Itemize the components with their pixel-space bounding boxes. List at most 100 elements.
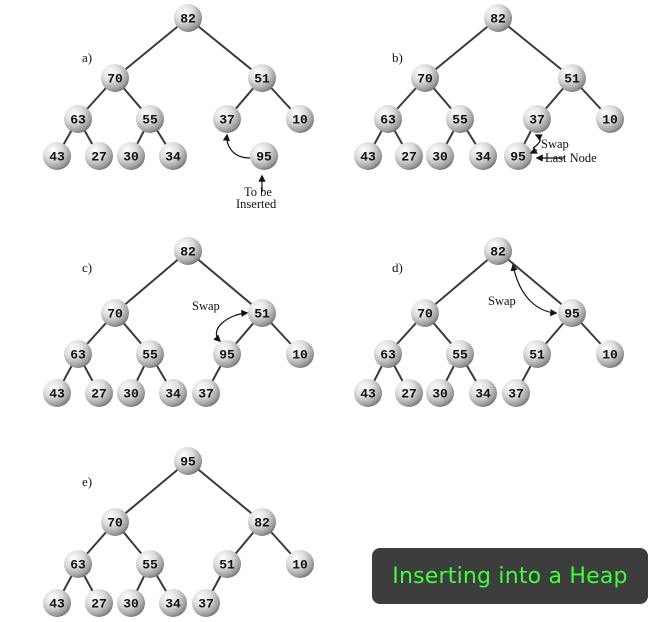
tree-edge — [187, 250, 263, 314]
node-sphere — [101, 299, 129, 327]
node-sphere — [85, 142, 113, 170]
heap-node: 37 — [502, 379, 530, 407]
node-sphere — [136, 105, 164, 133]
annotation-text: Swap — [192, 299, 220, 313]
heap-node: 95 — [558, 299, 586, 327]
node-sphere — [411, 64, 439, 92]
node-value: 70 — [107, 516, 123, 531]
node-value: 51 — [219, 558, 235, 573]
node-value: 82 — [490, 12, 506, 27]
node-sphere — [523, 340, 551, 368]
heap-node: 27 — [395, 142, 423, 170]
node-value: 51 — [254, 72, 270, 87]
heap-node: 34 — [469, 142, 497, 170]
heap-node: 82 — [174, 4, 202, 32]
node-value: 10 — [292, 558, 308, 573]
node-value: 95 — [219, 348, 235, 363]
node-sphere — [174, 447, 202, 475]
heap-node: 37 — [192, 379, 220, 407]
heap-node: 82 — [484, 237, 512, 265]
node-sphere — [213, 340, 241, 368]
node-value: 10 — [292, 348, 308, 363]
heap-node: 34 — [159, 142, 187, 170]
node-sphere — [136, 550, 164, 578]
tree-edge — [187, 460, 263, 523]
node-sphere — [523, 105, 551, 133]
node-value: 27 — [91, 597, 107, 612]
heap-node: 30 — [117, 379, 145, 407]
annotation-arrow — [510, 263, 558, 317]
node-sphere — [502, 379, 530, 407]
node-value: 51 — [254, 307, 270, 322]
node-sphere — [596, 105, 624, 133]
heap-node: 51 — [523, 340, 551, 368]
node-value: 43 — [49, 150, 65, 165]
heap-node: 63 — [64, 550, 92, 578]
annotation-text: Swap — [541, 137, 569, 151]
node-sphere — [286, 105, 314, 133]
heap-node: 70 — [101, 64, 129, 92]
node-sphere — [374, 340, 402, 368]
node-sphere — [395, 142, 423, 170]
heap-node: 55 — [446, 340, 474, 368]
heap-node: 55 — [136, 340, 164, 368]
node-sphere — [286, 550, 314, 578]
node-sphere — [159, 379, 187, 407]
annotation-text: Swap — [488, 294, 516, 308]
node-sphere — [85, 589, 113, 617]
heap-node: 34 — [159, 589, 187, 617]
heap-node: 55 — [446, 105, 474, 133]
node-sphere — [446, 105, 474, 133]
node-sphere — [159, 142, 187, 170]
node-sphere — [374, 105, 402, 133]
node-sphere — [286, 340, 314, 368]
heap-node: 51 — [558, 64, 586, 92]
heap-node: 30 — [426, 379, 454, 407]
node-sphere — [426, 142, 454, 170]
slide-title: Inserting into a Heap — [392, 563, 628, 589]
node-value: 34 — [165, 387, 181, 402]
node-value: 30 — [123, 150, 139, 165]
heap-node: 10 — [596, 340, 624, 368]
node-sphere — [43, 142, 71, 170]
tree-edge — [497, 17, 573, 79]
heap-node: 43 — [354, 379, 382, 407]
node-value: 82 — [180, 245, 196, 260]
heap-node: 63 — [64, 340, 92, 368]
heap-node: 37 — [523, 105, 551, 133]
heap-node: 63 — [374, 340, 402, 368]
node-sphere — [174, 4, 202, 32]
node-sphere — [174, 237, 202, 265]
node-sphere — [101, 64, 129, 92]
node-value: 43 — [360, 387, 376, 402]
annotation-text: Last Node — [545, 151, 597, 165]
heap-node: 10 — [286, 105, 314, 133]
heap-node: 63 — [64, 105, 92, 133]
heap-node: 34 — [469, 379, 497, 407]
node-sphere — [250, 142, 278, 170]
heap-node: 43 — [43, 379, 71, 407]
node-value: 43 — [360, 150, 376, 165]
heap-node: 43 — [43, 142, 71, 170]
heap-node: 82 — [174, 237, 202, 265]
node-sphere — [558, 64, 586, 92]
node-value: 10 — [602, 113, 618, 128]
node-value: 63 — [70, 113, 86, 128]
node-sphere — [484, 237, 512, 265]
node-value: 55 — [452, 348, 468, 363]
annotation-arrow — [222, 133, 251, 159]
node-value: 95 — [564, 307, 580, 322]
tree-edge — [114, 17, 189, 79]
node-value: 82 — [490, 245, 506, 260]
heap-node: 43 — [354, 142, 382, 170]
node-value: 51 — [529, 348, 545, 363]
node-value: 55 — [142, 113, 158, 128]
node-value: 63 — [380, 113, 396, 128]
node-value: 37 — [198, 597, 214, 612]
annotation-arrow — [532, 134, 543, 149]
node-sphere — [446, 340, 474, 368]
heap-node: 95 — [213, 340, 241, 368]
